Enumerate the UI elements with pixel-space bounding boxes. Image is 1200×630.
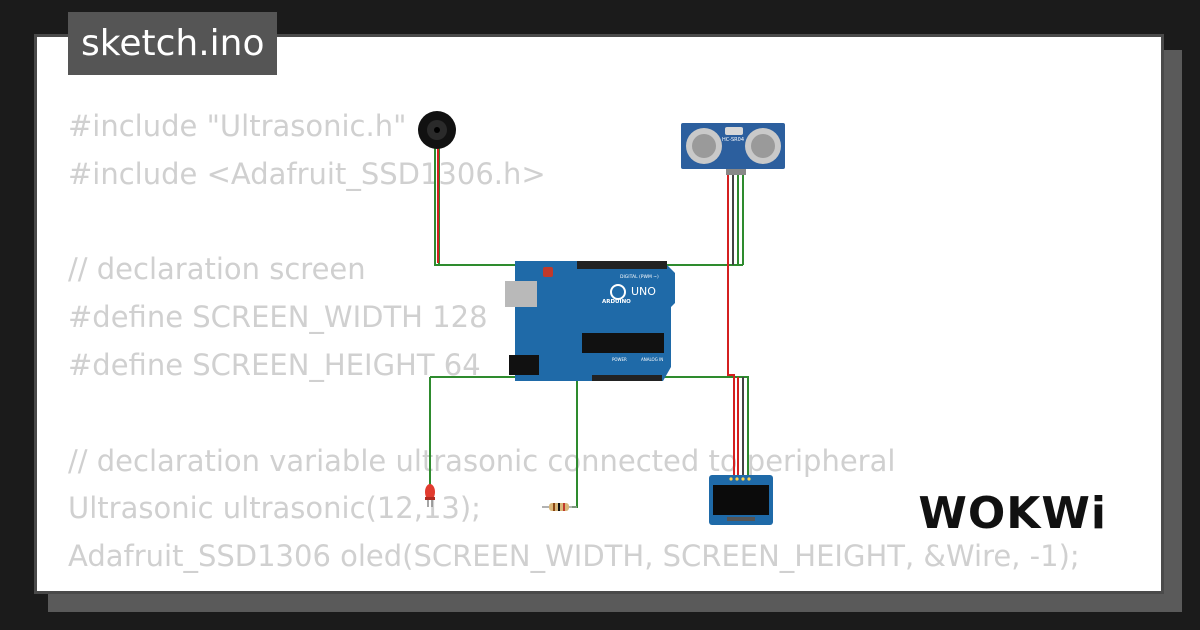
preview-card[interactable]: #include "Ultrasonic.h" #include <Adafrui… bbox=[34, 34, 1164, 594]
code-line: #include <Adafruit_SSD1306.h> bbox=[68, 156, 546, 191]
ultrasonic-sensor[interactable]: HC-SR04 bbox=[681, 123, 785, 175]
analog-label: ANALOG IN bbox=[641, 357, 663, 362]
code-line: // declaration screen bbox=[68, 252, 366, 287]
code-line: // declaration variable ultrasonic conne… bbox=[68, 443, 896, 478]
power-label: POWER bbox=[612, 357, 627, 362]
digital-label: DIGITAL (PWM ~) bbox=[620, 274, 659, 280]
resistor[interactable] bbox=[542, 503, 577, 511]
oled-display[interactable] bbox=[709, 475, 773, 525]
wires-red bbox=[437, 147, 739, 477]
code-line: Adafruit_SSD1306 oled(SCREEN_WIDTH, SCRE… bbox=[68, 539, 1080, 574]
led-red[interactable] bbox=[425, 484, 435, 507]
code-line: Ultrasonic ultrasonic(12,13); bbox=[68, 491, 481, 526]
board-brand: ARDUINO bbox=[602, 299, 631, 305]
code-line: #define SCREEN_HEIGHT 64 bbox=[68, 347, 481, 382]
board-model: UNO bbox=[631, 285, 656, 298]
wokwi-logo: WOKWi bbox=[918, 488, 1107, 539]
arduino-uno[interactable]: UNO ARDUINO DIGITAL (PWM ~) POWER ANALOG… bbox=[505, 261, 675, 381]
sensor-label: HC-SR04 bbox=[722, 137, 744, 143]
file-title-tab[interactable]: sketch.ino bbox=[68, 12, 278, 75]
code-line: #define SCREEN_WIDTH 128 bbox=[68, 300, 488, 335]
code-line: #include "Ultrasonic.h" bbox=[68, 109, 407, 143]
circuit-diagram[interactable]: HC-SR04 UNO ARDUINO DIGITAL (PWM ~) POWE… bbox=[37, 37, 1164, 594]
wires-dark bbox=[732, 175, 744, 477]
code-preview: #include "Ultrasonic.h" #include <Adafrui… bbox=[68, 103, 1080, 591]
code-line: int buzzer = Pin = 7 bbox=[68, 581, 1080, 591]
buzzer[interactable] bbox=[418, 111, 456, 149]
